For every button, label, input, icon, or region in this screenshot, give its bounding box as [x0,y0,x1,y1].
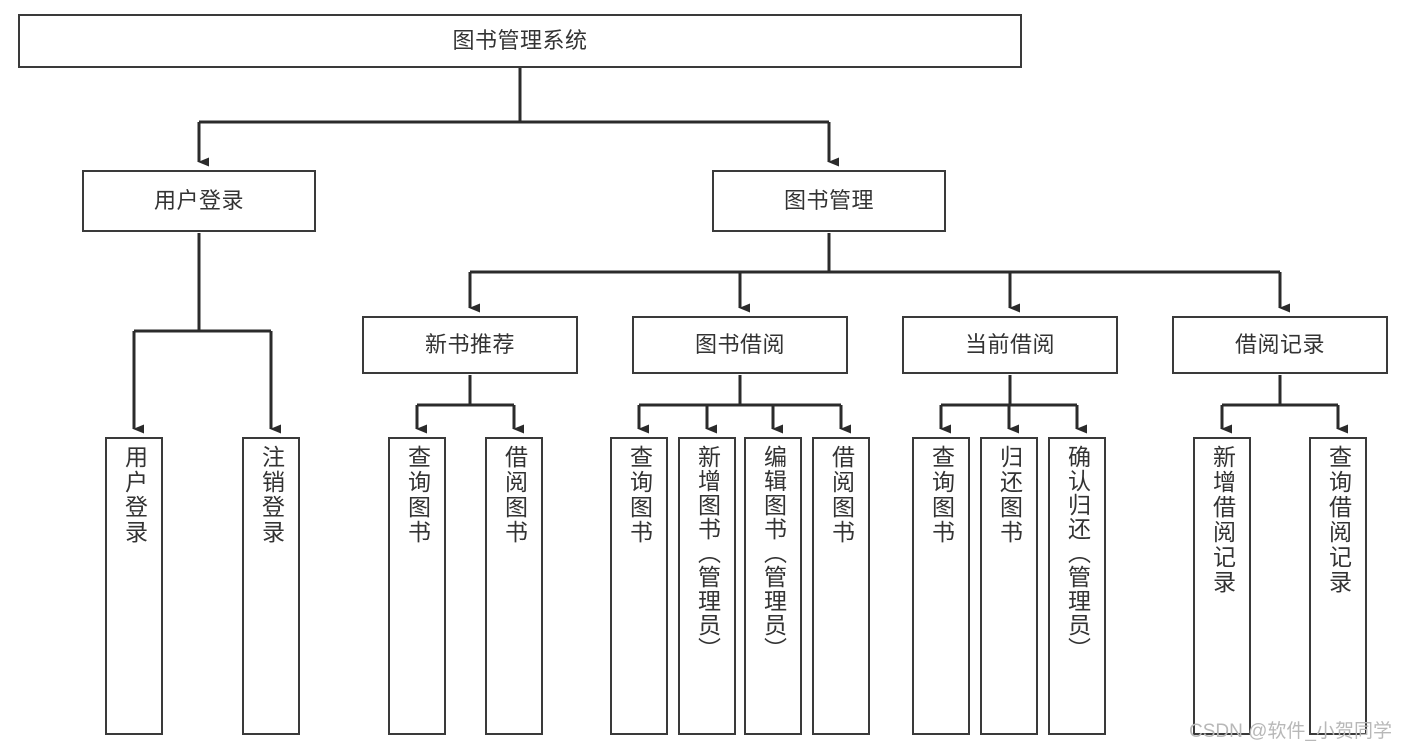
leaf-current-borrow-1[interactable]: 查询图书 [912,437,970,735]
node-current-borrow[interactable]: 当前借阅 [902,316,1118,374]
leaf-new-book-2[interactable]: 借阅图书 [485,437,543,735]
node-book-borrow[interactable]: 图书借阅 [632,316,848,374]
node-borrow-record[interactable]: 借阅记录 [1172,316,1388,374]
leaf-current-borrow-3-label: 确认归还（管理员） [1064,445,1091,661]
node-root-label: 图书管理系统 [452,27,588,53]
node-borrow-record-label: 借阅记录 [1234,331,1325,357]
leaf-current-borrow-3[interactable]: 确认归还（管理员） [1048,437,1106,735]
leaf-book-borrow-3-label: 编辑图书（管理员） [760,445,787,661]
leaf-book-borrow-4-label: 借阅图书 [828,445,855,545]
node-root[interactable]: 图书管理系统 [18,14,1022,68]
node-user-login[interactable]: 用户登录 [82,170,316,232]
leaf-borrow-record-2-label: 查询借阅记录 [1325,445,1352,595]
leaf-current-borrow-2-label: 归还图书 [996,445,1023,545]
leaf-user-login-2-label: 注销登录 [258,445,285,545]
node-new-book-recommend[interactable]: 新书推荐 [362,316,578,374]
leaf-user-login-1[interactable]: 用户登录 [105,437,163,735]
leaf-book-borrow-3[interactable]: 编辑图书（管理员） [744,437,802,735]
leaf-book-borrow-4[interactable]: 借阅图书 [812,437,870,735]
node-new-book-recommend-label: 新书推荐 [424,331,515,357]
leaf-book-borrow-2-label: 新增图书（管理员） [694,445,721,661]
leaf-borrow-record-2[interactable]: 查询借阅记录 [1309,437,1367,735]
leaf-current-borrow-1-label: 查询图书 [928,445,955,545]
node-book-manage[interactable]: 图书管理 [712,170,946,232]
leaf-user-login-2[interactable]: 注销登录 [242,437,300,735]
leaf-new-book-1-label: 查询图书 [404,445,431,545]
node-book-borrow-label: 图书借阅 [694,331,785,357]
leaf-current-borrow-2[interactable]: 归还图书 [980,437,1038,735]
leaf-borrow-record-1[interactable]: 新增借阅记录 [1193,437,1251,735]
leaf-user-login-1-label: 用户登录 [121,445,148,545]
leaf-book-borrow-2[interactable]: 新增图书（管理员） [678,437,736,735]
node-user-login-label: 用户登录 [153,187,244,213]
leaf-book-borrow-1[interactable]: 查询图书 [610,437,668,735]
node-current-borrow-label: 当前借阅 [964,331,1055,357]
leaf-book-borrow-1-label: 查询图书 [626,445,653,545]
leaf-new-book-1[interactable]: 查询图书 [388,437,446,735]
leaf-borrow-record-1-label: 新增借阅记录 [1209,445,1236,595]
leaf-new-book-2-label: 借阅图书 [501,445,528,545]
node-book-manage-label: 图书管理 [783,187,874,213]
